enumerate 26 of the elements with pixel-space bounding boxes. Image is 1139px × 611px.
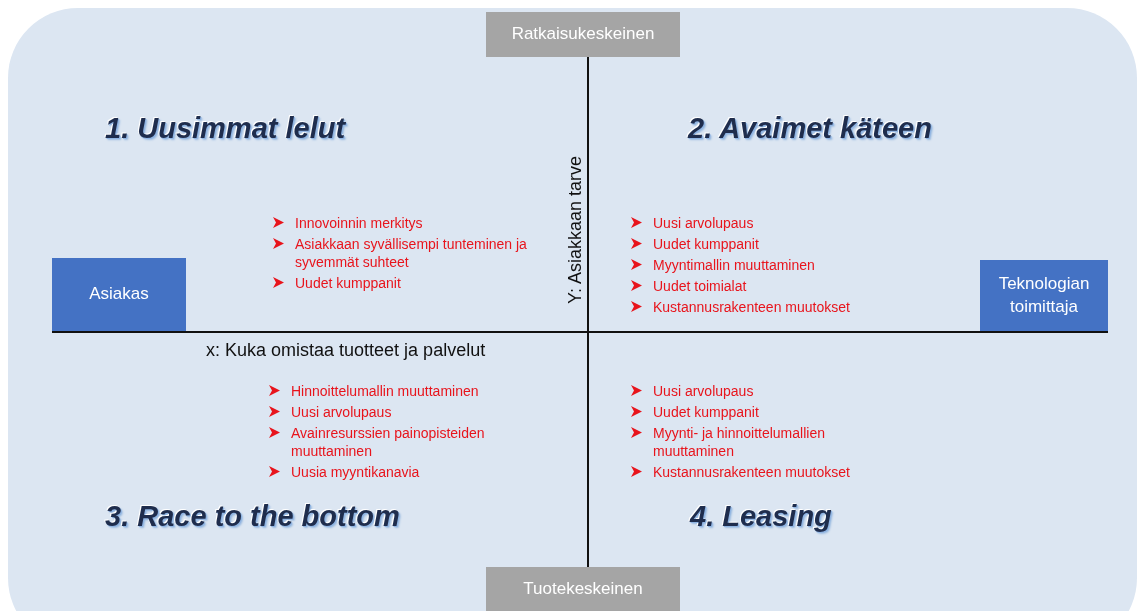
axis-label: Y: Asiakkaan tarve: [564, 155, 586, 305]
list-item: Myynti- ja hinnoittelumallien muuttaminen: [653, 424, 826, 460]
quadrant-title: 3. Race to the bottom: [105, 500, 400, 533]
list-item: Myyntimallin muuttaminen: [653, 256, 815, 274]
list-item: Asiakkaan syvällisempi tunteminen ja syvemmät suhteet: [295, 235, 528, 271]
list-item: Uudet kumppanit: [295, 274, 401, 292]
list-item: Kustannusrakenteen muutokset: [653, 463, 850, 481]
list-item: Uudet kumppanit: [653, 235, 759, 253]
list-item: Uusi arvolupaus: [653, 382, 754, 400]
list-item: Kustannusrakenteen muutokset: [653, 298, 850, 316]
axis-end-box: Tuotekeskeinen: [486, 567, 680, 611]
list-item: Uudet kumppanit: [653, 403, 759, 421]
list-item: Uusi arvolupaus: [653, 214, 754, 232]
list-item: Innovoinnin merkitys: [295, 214, 423, 232]
axis-end-box: Ratkaisukeskeinen: [486, 12, 680, 57]
quadrant-title: 1. Uusimmat lelut: [105, 112, 346, 145]
axis-label: x: Kuka omistaa tuotteet ja palvelut: [206, 340, 486, 361]
list-item: Avainresurssien painopisteiden muuttaminen: [291, 424, 486, 460]
list-item: Uusi arvolupaus: [291, 403, 392, 421]
actor-box: Asiakas: [52, 258, 186, 331]
quadrant-title: 2. Avaimet käteen: [688, 112, 932, 145]
actor-box: Teknologian toimittaja: [980, 260, 1108, 331]
list-item: Uusia myyntikanavia: [291, 463, 420, 481]
quadrant-title: 4. Leasing: [690, 500, 832, 533]
list-item: Uudet toimialat: [653, 277, 747, 295]
list-item: Hinnoittelumallin muuttaminen: [291, 382, 479, 400]
